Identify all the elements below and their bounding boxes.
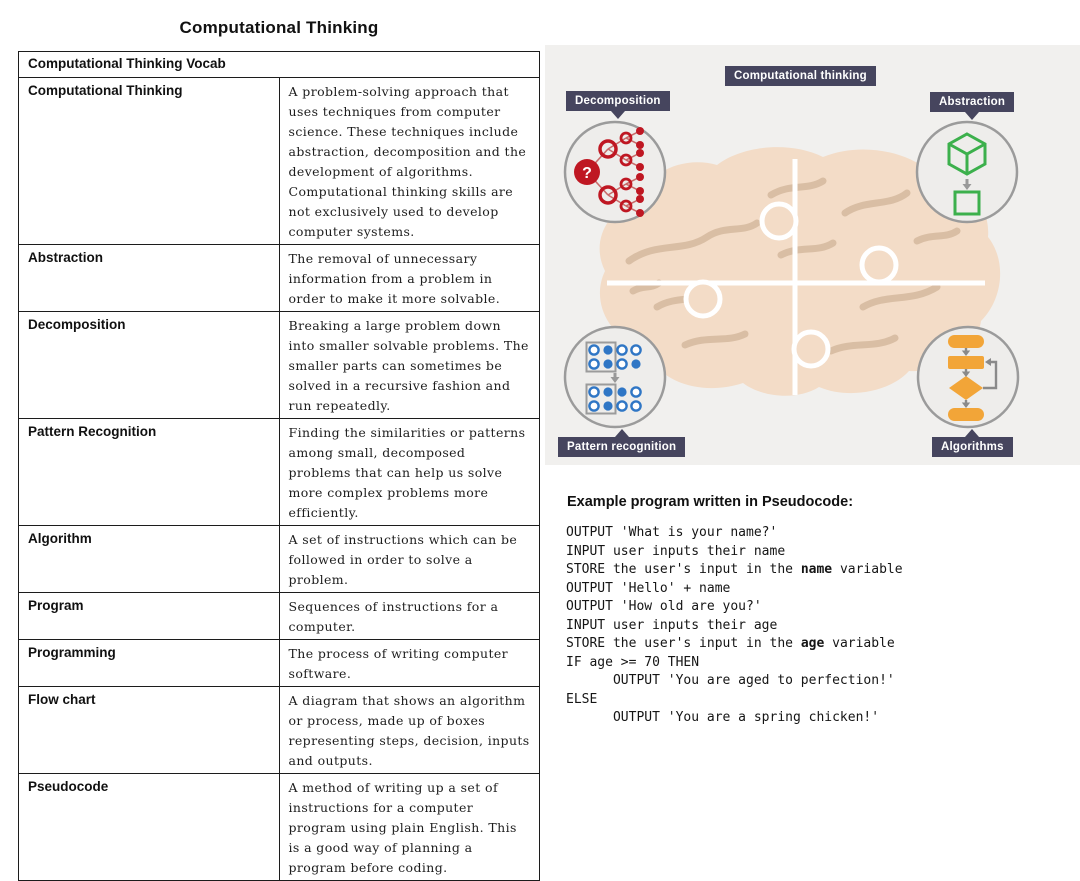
code-line: STORE the user's input in the age variab…: [566, 636, 895, 651]
decomposition-tree-icon: ?: [563, 120, 667, 224]
term-cell: Pattern Recognition: [18, 418, 280, 526]
definition-cell: Breaking a large problem down into small…: [278, 311, 540, 419]
term-cell: Decomposition: [18, 311, 280, 419]
term-cell: Pseudocode: [18, 773, 280, 881]
definition-cell: A problem-solving approach that uses tec…: [278, 77, 540, 245]
code-line: IF age >= 70 THEN: [566, 654, 700, 670]
abstraction-cube-icon: [915, 120, 1019, 224]
page-title: Computational Thinking: [179, 18, 379, 37]
code-line: ELSE: [566, 691, 598, 707]
pseudocode-heading: Example program written in Pseudocode:: [567, 494, 854, 510]
code-line: INPUT user inputs their name: [566, 543, 786, 559]
term-cell: Computational Thinking: [18, 77, 280, 245]
code-line: OUTPUT 'You are aged to perfection!': [566, 673, 895, 688]
term-cell: Algorithm: [18, 525, 280, 593]
code-line: OUTPUT 'Hello' + name: [566, 580, 731, 596]
definition-cell: A diagram that shows an algorithm or pro…: [278, 686, 540, 774]
brain-illustration: [599, 147, 1001, 396]
label-abstraction: Abstraction: [930, 92, 1015, 120]
definition-cell: Sequences of instructions for a computer…: [278, 592, 540, 640]
term-cell: Flow chart: [18, 686, 280, 774]
term-cell: Abstraction: [18, 244, 280, 312]
code-line: OUTPUT 'You are a spring chicken!': [566, 710, 880, 725]
label-decomposition: Decomposition: [566, 91, 670, 119]
table-header-cell: Computational Thinking Vocab: [18, 51, 540, 78]
code-line: OUTPUT 'How old are you?': [566, 599, 762, 614]
code-line: INPUT user inputs their age: [566, 617, 778, 633]
code-line: STORE the user's input in the name varia…: [566, 562, 903, 577]
definition-cell: Finding the similarities or patterns amo…: [278, 418, 540, 526]
term-cell: Programming: [18, 639, 280, 687]
label-pattern-recognition: Pattern recognition: [558, 429, 686, 457]
term-cell: Program: [18, 592, 280, 640]
pattern-dots-icon: [563, 325, 667, 429]
code-line: OUTPUT 'What is your name?': [566, 525, 778, 540]
definition-cell: The process of writing computer software…: [278, 639, 540, 687]
pseudocode-block: OUTPUT 'What is your name?' INPUT user in…: [566, 524, 903, 728]
label-computational-thinking: Computational thinking: [725, 66, 876, 86]
definition-cell: A method of writing up a set of instruct…: [278, 773, 540, 881]
definition-cell: A set of instructions which can be follo…: [278, 525, 540, 593]
table-header-row: Computational Thinking Vocab: [18, 51, 540, 78]
flowchart-icon: [916, 325, 1020, 429]
computational-thinking-diagram: Computational thinking Decomposition: [545, 45, 1080, 465]
label-algorithms: Algorithms: [932, 429, 1013, 457]
vocab-table: Computational Thinking Vocab Computation…: [18, 51, 540, 881]
svg-text:?: ?: [582, 165, 592, 182]
definition-cell: The removal of unnecessary information f…: [278, 244, 540, 312]
